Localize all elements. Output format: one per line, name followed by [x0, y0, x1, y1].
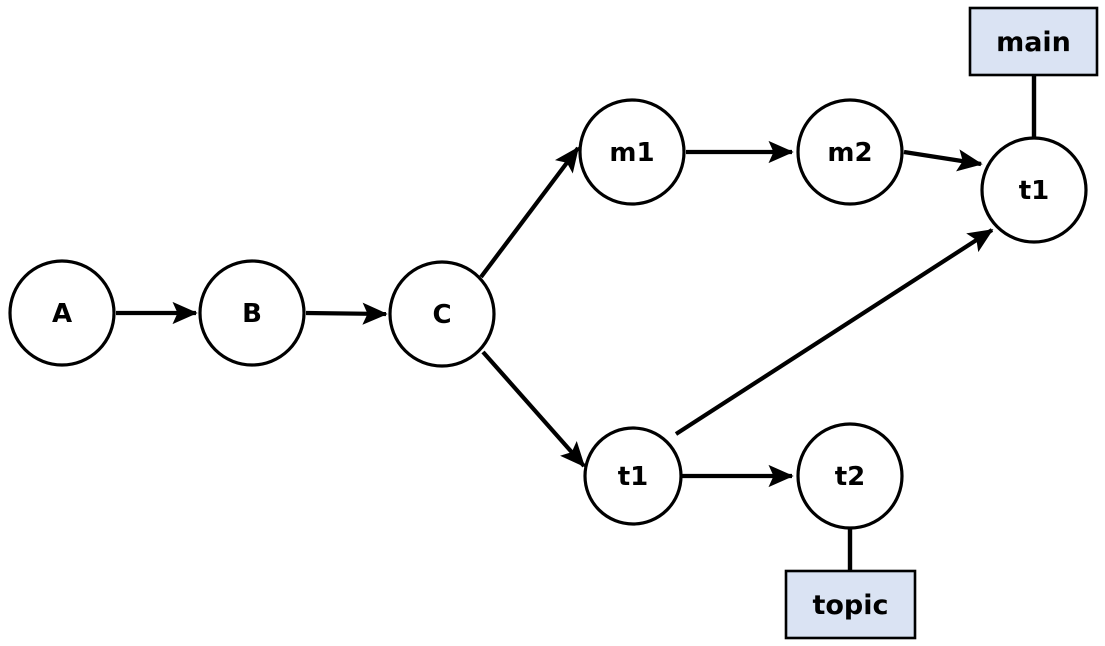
commit-nodes-layer: A B Cm1 m2 t1 t1 t2 — [8, 98, 1088, 530]
edge-B-to-C — [305, 302, 388, 325]
branch-label-text-topic: topic — [812, 590, 888, 621]
commit-node-B[interactable]: B — [198, 259, 306, 367]
commit-label-t1: t1 — [618, 462, 649, 492]
commit-circle-m2[interactable] — [796, 98, 904, 206]
commit-circle-C[interactable] — [388, 260, 496, 368]
commit-node-t2[interactable]: t2 — [796, 422, 904, 530]
branch-connectors-layer — [847, 75, 1037, 571]
commit-label-t1main: t1 — [1019, 176, 1050, 206]
commit-circle-B[interactable] — [198, 259, 306, 367]
branch-labels-layer: main topic — [784, 6, 1099, 640]
commit-label-m2: m2 — [827, 138, 872, 168]
commit-circle-m1[interactable] — [578, 98, 686, 206]
commit-node-m1[interactable]: m1 — [578, 98, 686, 206]
commit-label-A: A — [52, 299, 72, 329]
edge-m2-to-t1main — [903, 149, 983, 172]
commit-label-B: B — [242, 299, 262, 329]
commit-circle-t1main[interactable] — [980, 136, 1088, 244]
branch-box-topic[interactable] — [784, 569, 917, 640]
branch-box-main[interactable] — [968, 6, 1099, 77]
edges-layer — [116, 140, 994, 488]
commit-label-m1: m1 — [609, 138, 654, 168]
commit-node-t1[interactable]: t1 — [583, 426, 683, 526]
edge-C-to-t1 — [481, 350, 586, 468]
commit-node-t1main[interactable]: t1 — [980, 136, 1088, 244]
commit-node-C[interactable]: C — [388, 260, 496, 368]
branch-label-main[interactable]: main — [968, 6, 1099, 77]
branch-label-text-main: main — [996, 27, 1071, 58]
edge-t1-to-t1main — [674, 228, 994, 436]
commit-node-m2[interactable]: m2 — [796, 98, 904, 206]
commit-node-A[interactable]: A — [8, 259, 116, 367]
edge-C-to-m1 — [479, 146, 580, 279]
commit-circle-t2[interactable] — [796, 422, 904, 530]
commit-circle-A[interactable] — [8, 259, 116, 367]
commit-label-C: C — [432, 300, 451, 330]
commit-label-t2: t2 — [835, 462, 866, 492]
commit-circle-t1[interactable] — [583, 426, 683, 526]
branch-label-topic[interactable]: topic — [784, 569, 917, 640]
